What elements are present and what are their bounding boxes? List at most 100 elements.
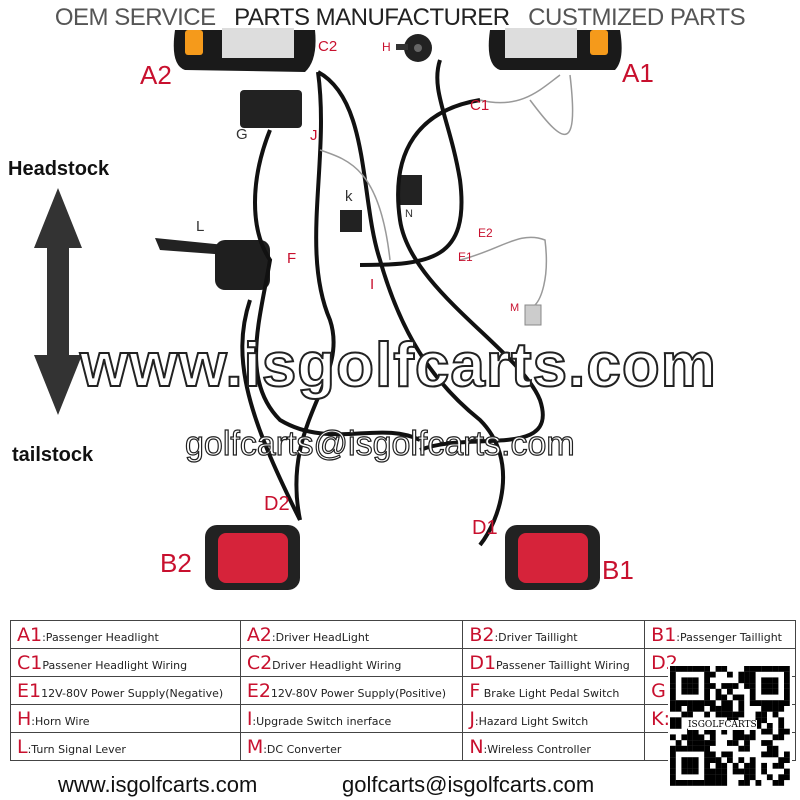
legend-cell: E112V-80V Power Supply(Negative) — [10, 676, 241, 705]
legend-text: 12V-80V Power Supply(Negative) — [41, 686, 224, 700]
qr-module — [755, 700, 762, 706]
qr-module — [675, 717, 682, 724]
qr-module — [704, 751, 710, 758]
qr-module — [766, 774, 773, 781]
qr-module — [738, 705, 745, 712]
qr-code: ISGOLFCARTS — [668, 664, 792, 788]
qr-module — [692, 734, 699, 741]
qr-module — [687, 666, 693, 672]
label-e2: E2 — [478, 226, 493, 240]
qr-module — [681, 734, 688, 741]
banner: OEM SERVICE PARTS MANUFACTURER CUSTMIZED… — [0, 4, 800, 32]
qr-module — [738, 780, 745, 786]
qr-module — [772, 751, 779, 758]
qr-module — [681, 757, 688, 763]
qr-module — [778, 780, 785, 786]
qr-module — [670, 762, 676, 769]
qr-module — [761, 711, 767, 718]
qr-module — [681, 666, 688, 672]
qr-module — [670, 683, 676, 689]
legend-cell: C2Driver Headlight Wiring — [239, 648, 464, 677]
qr-module — [727, 683, 733, 689]
qr-module — [766, 723, 773, 729]
legend-cell: E212V-80V Power Supply(Positive) — [239, 676, 464, 705]
qr-module — [687, 745, 693, 752]
qr-module — [749, 768, 756, 775]
label-l: L — [196, 218, 205, 235]
harness-wires — [240, 59, 545, 547]
qr-module — [727, 700, 733, 706]
legend-text: :Passenger Taillight — [676, 630, 782, 644]
qr-module — [761, 762, 767, 769]
qr-module — [692, 745, 699, 752]
qr-module — [681, 762, 688, 769]
qr-module — [732, 728, 739, 735]
qr-module — [721, 728, 728, 735]
qr-module — [687, 700, 693, 706]
label-c2: C2 — [318, 38, 338, 55]
qr-module — [738, 677, 745, 684]
legend-key: H — [17, 707, 32, 730]
qr-module — [715, 666, 722, 672]
qr-module — [704, 711, 710, 718]
qr-module — [704, 745, 710, 752]
qr-module — [692, 705, 699, 712]
qr-module — [761, 705, 767, 712]
legend-cell: B2:Driver Taillight — [462, 620, 646, 649]
legend-cell: M:DC Converter — [239, 732, 464, 761]
qr-module — [784, 671, 790, 678]
qr-module — [755, 711, 762, 718]
qr-module — [721, 705, 728, 712]
qr-module — [721, 780, 728, 786]
qr-module — [704, 757, 710, 763]
qr-module — [744, 745, 750, 752]
qr-module — [692, 757, 699, 763]
qr-module — [727, 751, 733, 758]
qr-module — [670, 671, 676, 678]
qr-module — [766, 700, 773, 706]
legend-key: A1 — [17, 623, 43, 646]
qr-module — [784, 768, 790, 775]
qr-module — [784, 700, 790, 706]
qr-module — [709, 768, 716, 775]
qr-module — [749, 734, 756, 741]
qr-module — [761, 768, 767, 775]
label-j: J — [310, 127, 318, 144]
qr-module — [704, 666, 710, 672]
label-n: N — [405, 208, 413, 220]
qr-module — [761, 740, 767, 746]
qr-module — [687, 683, 693, 689]
footer-site[interactable]: www.isgolfcarts.com — [58, 772, 258, 797]
legend-text: :Upgrade Switch inerface — [252, 714, 392, 728]
qr-module — [766, 677, 773, 684]
qr-module — [709, 734, 716, 741]
legend-key: D1 — [469, 651, 497, 674]
qr-module — [784, 683, 790, 689]
qr-module — [738, 711, 745, 718]
passenger-taillight — [505, 525, 600, 590]
qr-module — [772, 677, 779, 684]
turn-signal-lever — [155, 238, 270, 290]
qr-module — [749, 666, 756, 672]
qr-module — [698, 666, 705, 672]
banner-parts: PARTS MANUFACTURER — [234, 4, 510, 31]
legend-text: :Driver HeadLight — [271, 630, 370, 644]
qr-module — [744, 774, 750, 781]
legend-text: :Hazard Light Switch — [474, 714, 589, 728]
qr-module — [738, 734, 745, 741]
qr-module — [692, 677, 699, 684]
qr-module — [784, 688, 790, 695]
legend-text: Brake Light Pedal Switch — [480, 686, 620, 700]
footer-email[interactable]: golfcarts@isgolfcarts.com — [342, 772, 595, 797]
qr-module — [715, 768, 722, 775]
legend-key: N — [469, 735, 484, 758]
qr-module — [675, 740, 682, 746]
qr-module — [772, 762, 779, 769]
label-d2: D2 — [264, 493, 290, 515]
qr-module — [687, 711, 693, 718]
qr-module — [761, 700, 767, 706]
qr-module — [744, 683, 750, 689]
qr-module — [732, 734, 739, 741]
qr-module — [766, 728, 773, 735]
